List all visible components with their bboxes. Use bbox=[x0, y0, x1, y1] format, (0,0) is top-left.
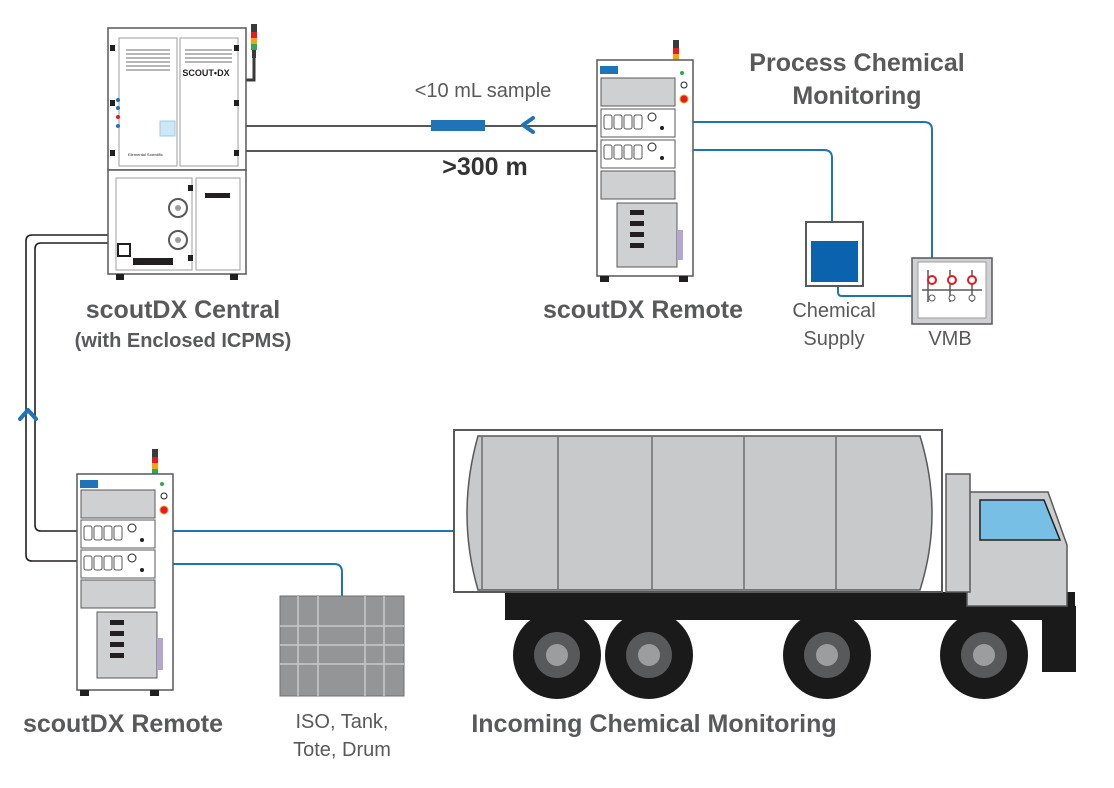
chemical-supply-label-line1: Chemical bbox=[792, 300, 876, 322]
scoutdx-central-unit: SCOUT•DX Elemental Scientific bbox=[107, 24, 257, 280]
central-to-remote-line-outer bbox=[25, 234, 108, 562]
scoutdx-remote-bottom-unit bbox=[76, 449, 174, 696]
sample-label: <10 mL sample bbox=[414, 80, 552, 102]
iso-label-line2: Tote, Drum bbox=[293, 739, 391, 761]
iso-label-line1: ISO, Tank, bbox=[295, 711, 389, 733]
iso-feed-line bbox=[158, 563, 343, 596]
remote-top-title: scoutDX Remote bbox=[542, 296, 744, 324]
scoutdx-remote-top-unit bbox=[596, 40, 694, 282]
process-monitoring-line2: Monitoring bbox=[792, 82, 922, 110]
central-brand-logo: SCOUT•DX bbox=[182, 68, 229, 78]
vmb-line bbox=[672, 121, 933, 258]
central-to-remote-line-inner bbox=[34, 242, 108, 532]
signal-tower-light-icon bbox=[251, 24, 257, 58]
vmb-label: VMB bbox=[928, 328, 972, 350]
truck-wheels bbox=[513, 611, 1028, 699]
process-monitoring-line1: Process Chemical bbox=[749, 49, 965, 77]
remote-bottom-title: scoutDX Remote bbox=[22, 710, 224, 738]
chevron-up-icon bbox=[18, 408, 38, 421]
central-subtitle: (with Enclosed ICPMS) bbox=[74, 330, 292, 352]
distance-label: >300 m bbox=[442, 153, 528, 181]
iso-tank-tote-drum bbox=[279, 595, 405, 697]
supply-to-vmb-line bbox=[837, 287, 912, 297]
chevron-left-icon bbox=[521, 116, 535, 134]
chemical-supply-label-line2: Supply bbox=[803, 328, 865, 350]
tanker-truck bbox=[453, 429, 1076, 699]
chemical-supply-line bbox=[672, 149, 833, 222]
incoming-monitoring-title: Incoming Chemical Monitoring bbox=[471, 710, 837, 738]
chemical-supply-container bbox=[805, 221, 864, 287]
connection-lines bbox=[25, 121, 933, 596]
vmb-unit bbox=[911, 257, 993, 325]
central-maker-label: Elemental Scientific bbox=[128, 152, 163, 157]
sample-slug bbox=[431, 120, 485, 131]
central-title: scoutDX Central bbox=[85, 296, 281, 324]
